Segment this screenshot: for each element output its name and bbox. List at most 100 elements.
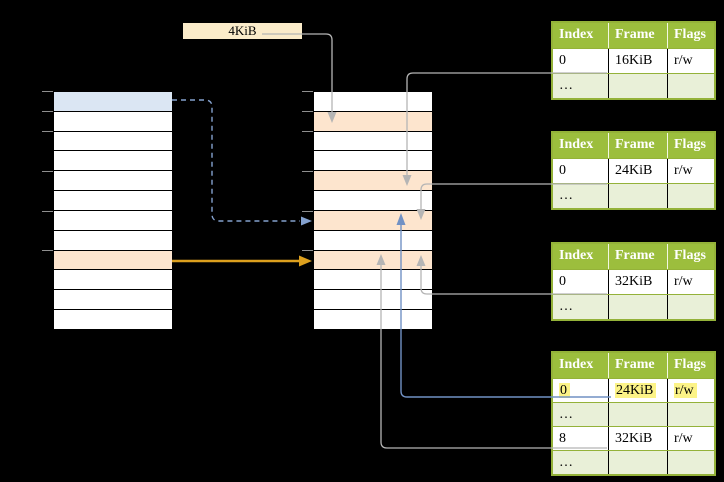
cell-index: …: [553, 451, 608, 474]
virtual-memory-row: [54, 231, 172, 251]
value: 32KiB: [615, 431, 653, 446]
address-tick: [302, 171, 313, 172]
cell-frame: 24KiB: [608, 379, 667, 402]
arrow-virtual-orange-to-physical: [172, 255, 312, 267]
address-tick: [42, 250, 53, 251]
page-table-row: 0 24KiB r/w: [553, 158, 714, 183]
cell-flags: r/w: [667, 270, 714, 294]
value: r/w: [674, 53, 693, 68]
column-header-flags: Flags: [667, 244, 714, 269]
cell-index: 0: [553, 270, 608, 294]
virtual-memory-row: [54, 270, 172, 291]
virtual-memory-row: [54, 151, 172, 172]
address-tick: [302, 250, 313, 251]
value: 8: [559, 431, 566, 446]
cell-frame: 24KiB: [608, 159, 667, 183]
page-table-row: …: [553, 402, 714, 426]
address-tick: [42, 111, 53, 112]
cell-flags: [667, 184, 714, 208]
physical-memory-row: [314, 310, 432, 329]
cell-frame: 16KiB: [608, 49, 667, 73]
column-header-flags: Flags: [667, 23, 714, 48]
physical-memory-row: [314, 92, 432, 112]
value: r/w: [674, 431, 693, 446]
page-table-row: …: [553, 73, 714, 98]
cell-flags: r/w: [667, 159, 714, 183]
column-header-flags: Flags: [667, 353, 714, 378]
page-table-row: …: [553, 183, 714, 208]
cell-frame: 32KiB: [608, 270, 667, 294]
cell-frame: [608, 403, 667, 426]
column-header-frame: Frame: [608, 244, 667, 269]
virtual-memory-row: [54, 211, 172, 231]
physical-memory-row: [314, 290, 432, 311]
cell-flags: r/w: [667, 49, 714, 73]
virtual-memory-row: [54, 132, 172, 152]
column-header-index: Index: [559, 357, 594, 372]
physical-memory-row: [314, 151, 432, 172]
value: …: [559, 78, 573, 93]
cell-flags: [667, 74, 714, 98]
page-table-row: …: [553, 294, 714, 319]
virtual-memory-row: [54, 310, 172, 329]
physical-memory-row: [314, 210, 432, 231]
page-size-label: 4KiB: [183, 23, 302, 39]
physical-memory-table: [313, 91, 433, 330]
cell-flags: [667, 451, 714, 474]
cell-flags: [667, 403, 714, 426]
value: 0: [559, 163, 566, 178]
cell-index: …: [553, 403, 608, 426]
value: …: [559, 188, 573, 203]
value: …: [559, 407, 573, 422]
address-tick: [302, 91, 313, 92]
virtual-memory-row: [54, 191, 172, 211]
cell-index: …: [553, 74, 608, 98]
value: …: [559, 455, 573, 470]
cell-flags: [667, 295, 714, 319]
highlighted-value: r/w: [674, 383, 697, 398]
physical-memory-row: [314, 111, 432, 132]
column-header-index: Index: [559, 248, 594, 263]
value: 0: [559, 274, 566, 289]
value: r/w: [674, 274, 693, 289]
cell-index: 0: [553, 159, 608, 183]
address-tick: [302, 131, 313, 132]
value: r/w: [674, 163, 693, 178]
physical-memory-row: [314, 270, 432, 291]
highlighted-value: 24KiB: [615, 383, 657, 398]
arrow-virtual-blue-to-physical: [172, 99, 312, 226]
physical-memory-row: [314, 191, 432, 211]
physical-memory-row: [314, 132, 432, 152]
address-tick: [42, 211, 53, 212]
cell-flags: r/w: [667, 427, 714, 450]
physical-memory-row: [314, 250, 432, 271]
value: 24KiB: [615, 163, 653, 178]
virtual-memory-row: [54, 250, 172, 271]
virtual-memory-row: [54, 171, 172, 192]
virtual-memory-row: [54, 112, 172, 132]
column-header-frame: Frame: [608, 133, 667, 158]
cell-index: 8: [553, 427, 608, 450]
cell-index: …: [553, 184, 608, 208]
column-header-frame: Frame: [608, 353, 667, 378]
cell-frame: [608, 295, 667, 319]
value: 32KiB: [615, 274, 653, 289]
page-table-row: 0 16KiB r/w: [553, 48, 714, 73]
address-tick: [42, 131, 53, 132]
cell-frame: [608, 451, 667, 474]
address-tick: [42, 171, 53, 172]
address-tick: [302, 111, 313, 112]
cell-index: 0: [553, 49, 608, 73]
value: 16KiB: [615, 53, 653, 68]
value: …: [559, 299, 573, 314]
cell-frame: 32KiB: [608, 427, 667, 450]
